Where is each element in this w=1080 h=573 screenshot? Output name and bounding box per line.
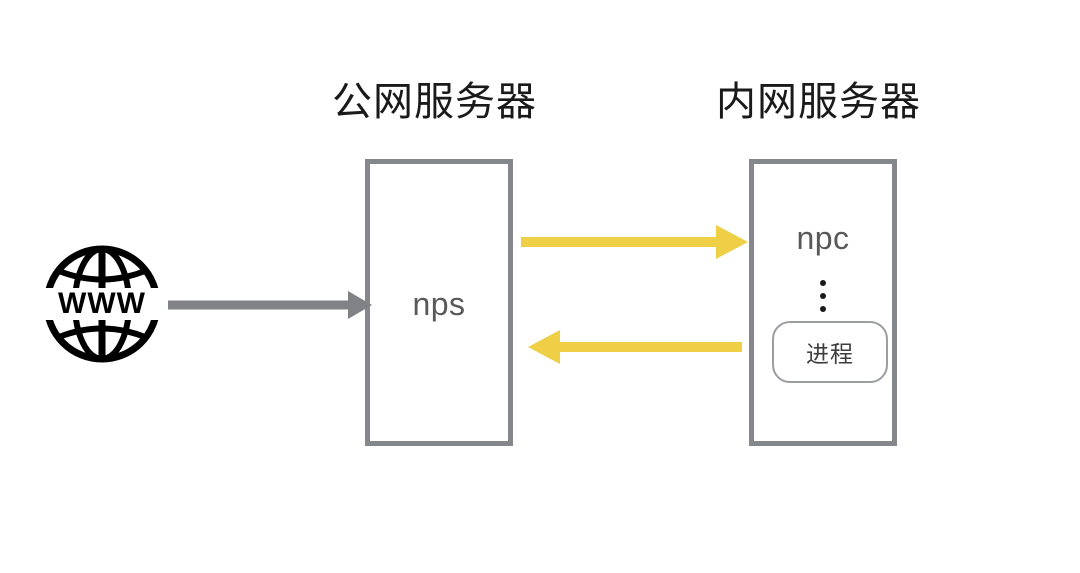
ellipsis-dot xyxy=(820,293,826,299)
arrow-nps-to-npc xyxy=(521,225,748,259)
globe-www-icon: WWW xyxy=(42,244,162,364)
nps-server-box[interactable]: nps xyxy=(365,159,513,446)
nps-label: nps xyxy=(412,286,466,322)
npc-server-box[interactable]: npc 进程 xyxy=(749,159,897,446)
arrow-internet-to-nps xyxy=(168,291,372,319)
ellipsis-dot xyxy=(820,306,826,312)
npc-label: npc xyxy=(796,220,850,256)
private-server-title: 内网服务器 xyxy=(716,80,921,124)
ellipsis-dot xyxy=(820,280,826,286)
process-box[interactable]: 进程 xyxy=(772,321,888,383)
process-label: 进程 xyxy=(806,341,854,367)
svg-text:WWW: WWW xyxy=(58,287,146,320)
arrow-npc-to-nps xyxy=(528,330,742,364)
public-server-title: 公网服务器 xyxy=(332,80,537,124)
vertical-ellipsis-icon xyxy=(754,280,892,312)
